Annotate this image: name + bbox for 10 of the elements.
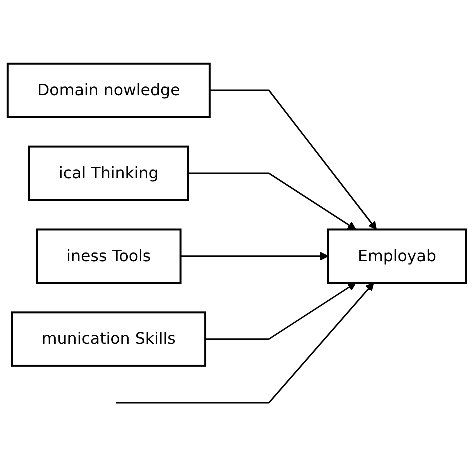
node-box: Domain nowledge	[6, 62, 211, 118]
node-box: Employab	[327, 228, 468, 284]
arrow	[210, 90, 378, 230]
arrow	[116, 282, 374, 404]
arrow	[188, 172, 356, 230]
arrow	[206, 282, 356, 340]
node-box: ical Thinking	[28, 146, 190, 201]
node-box: iness Tools	[36, 228, 182, 284]
node-box: munication Skills	[11, 312, 207, 367]
arrow	[180, 252, 329, 261]
